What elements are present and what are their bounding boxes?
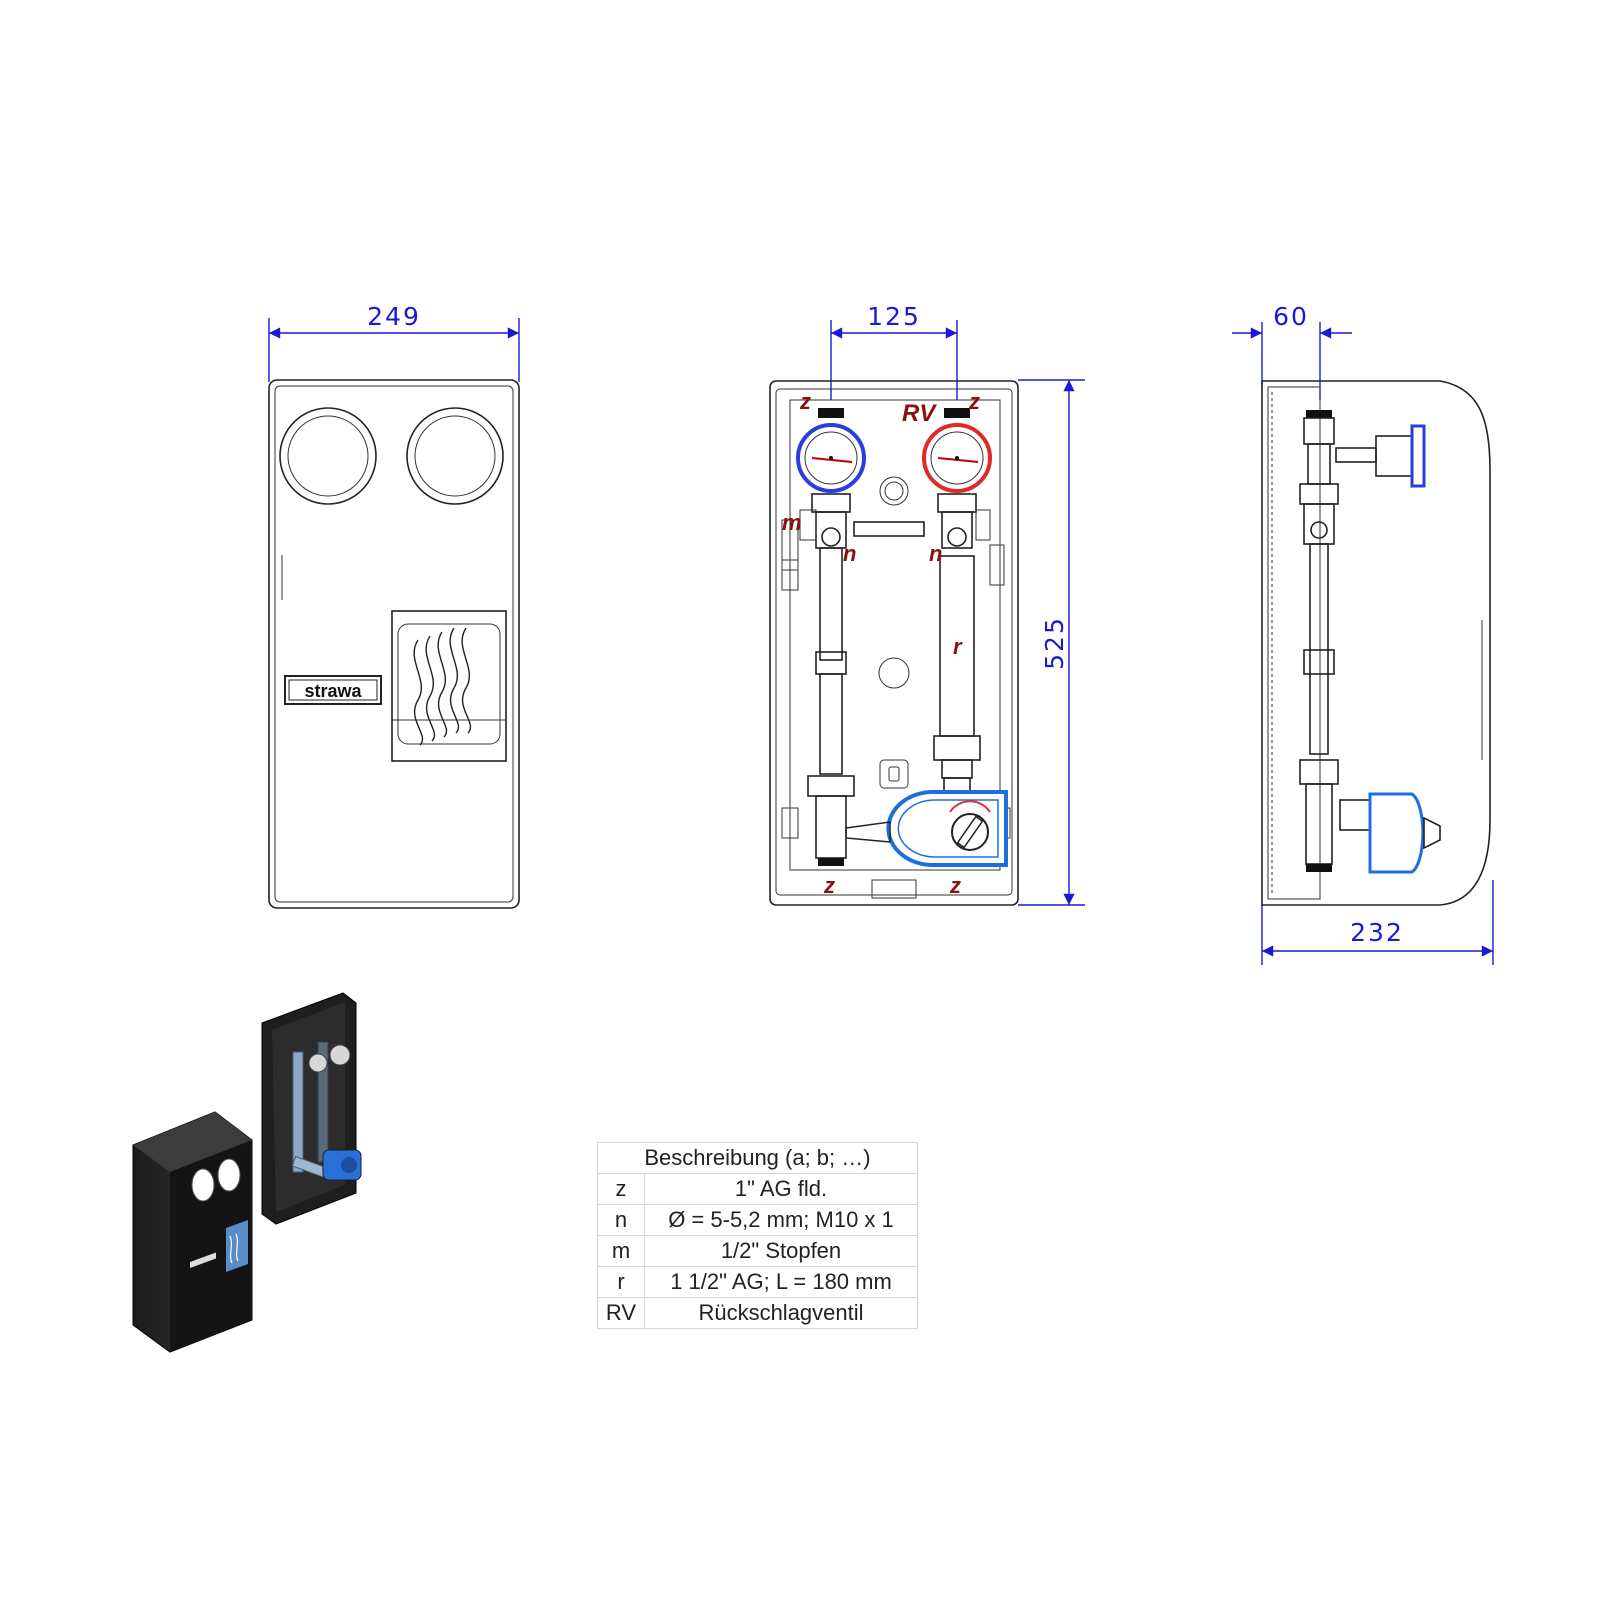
- label-rv: RV: [902, 400, 937, 427]
- row-value: Ø = 5-5,2 mm; M10 x 1: [644, 1204, 918, 1236]
- table-row: z 1" AG fld.: [597, 1173, 918, 1205]
- product-render: [132, 992, 362, 1353]
- label-z-bottom-left: z: [823, 873, 835, 898]
- row-key: z: [597, 1173, 645, 1205]
- label-z-top-right: z: [968, 389, 980, 414]
- side-view: 60 232: [1232, 302, 1494, 965]
- row-value: 1" AG fld.: [644, 1173, 918, 1205]
- table-header: Beschreibung (a; b; …): [597, 1142, 918, 1174]
- strawa-logo: [284, 675, 382, 705]
- label-z-top-left: z: [799, 389, 811, 414]
- table-row: r 1 1/2" AG; L = 180 mm: [597, 1266, 918, 1298]
- dim-depth: 232: [1350, 918, 1404, 947]
- table-row: n Ø = 5-5,2 mm; M10 x 1: [597, 1204, 918, 1236]
- dim-side-offset: 60: [1273, 302, 1309, 331]
- cover-window: [391, 610, 507, 762]
- cover-outline: [268, 379, 520, 909]
- label-m: m: [782, 510, 802, 535]
- table-header-row: Beschreibung (a; b; …): [597, 1142, 918, 1174]
- side-housing-outline: [1261, 380, 1491, 906]
- insulation-box: [769, 380, 1019, 906]
- cover-pipe-opening-right: [406, 407, 504, 505]
- supply-line: [796, 408, 925, 866]
- row-value: 1/2" Stopfen: [644, 1235, 918, 1267]
- label-r: r: [953, 634, 963, 659]
- wave-emblem: [413, 627, 472, 746]
- circulation-pump: [845, 790, 1008, 867]
- row-key: r: [597, 1266, 645, 1298]
- table-row: m 1/2" Stopfen: [597, 1235, 918, 1267]
- row-value: Rückschlagventil: [644, 1297, 918, 1329]
- label-n-left: n: [843, 541, 856, 566]
- dim-front-width: 249: [367, 302, 421, 331]
- dim-axis-distance: 125: [867, 302, 921, 331]
- table-row: RV Rückschlagventil: [597, 1297, 918, 1329]
- dim-height: 525: [1040, 616, 1069, 670]
- row-key: RV: [597, 1297, 645, 1329]
- open-view: 125 525: [769, 302, 1085, 906]
- row-key: m: [597, 1235, 645, 1267]
- description-table: Beschreibung (a; b; …) z 1" AG fld. n Ø …: [597, 1142, 918, 1329]
- side-pipe: [1299, 410, 1441, 874]
- label-n-right: n: [929, 541, 942, 566]
- front-view: 249 strawa: [268, 302, 520, 909]
- row-value: 1 1/2" AG; L = 180 mm: [644, 1266, 918, 1298]
- cover-pipe-opening-left: [279, 407, 377, 505]
- render-pipes: [291, 1041, 362, 1181]
- side-pump-head: [1368, 792, 1425, 874]
- label-z-bottom-right: z: [949, 873, 961, 898]
- svg-text:strawa: strawa: [304, 681, 362, 701]
- row-key: n: [597, 1204, 645, 1236]
